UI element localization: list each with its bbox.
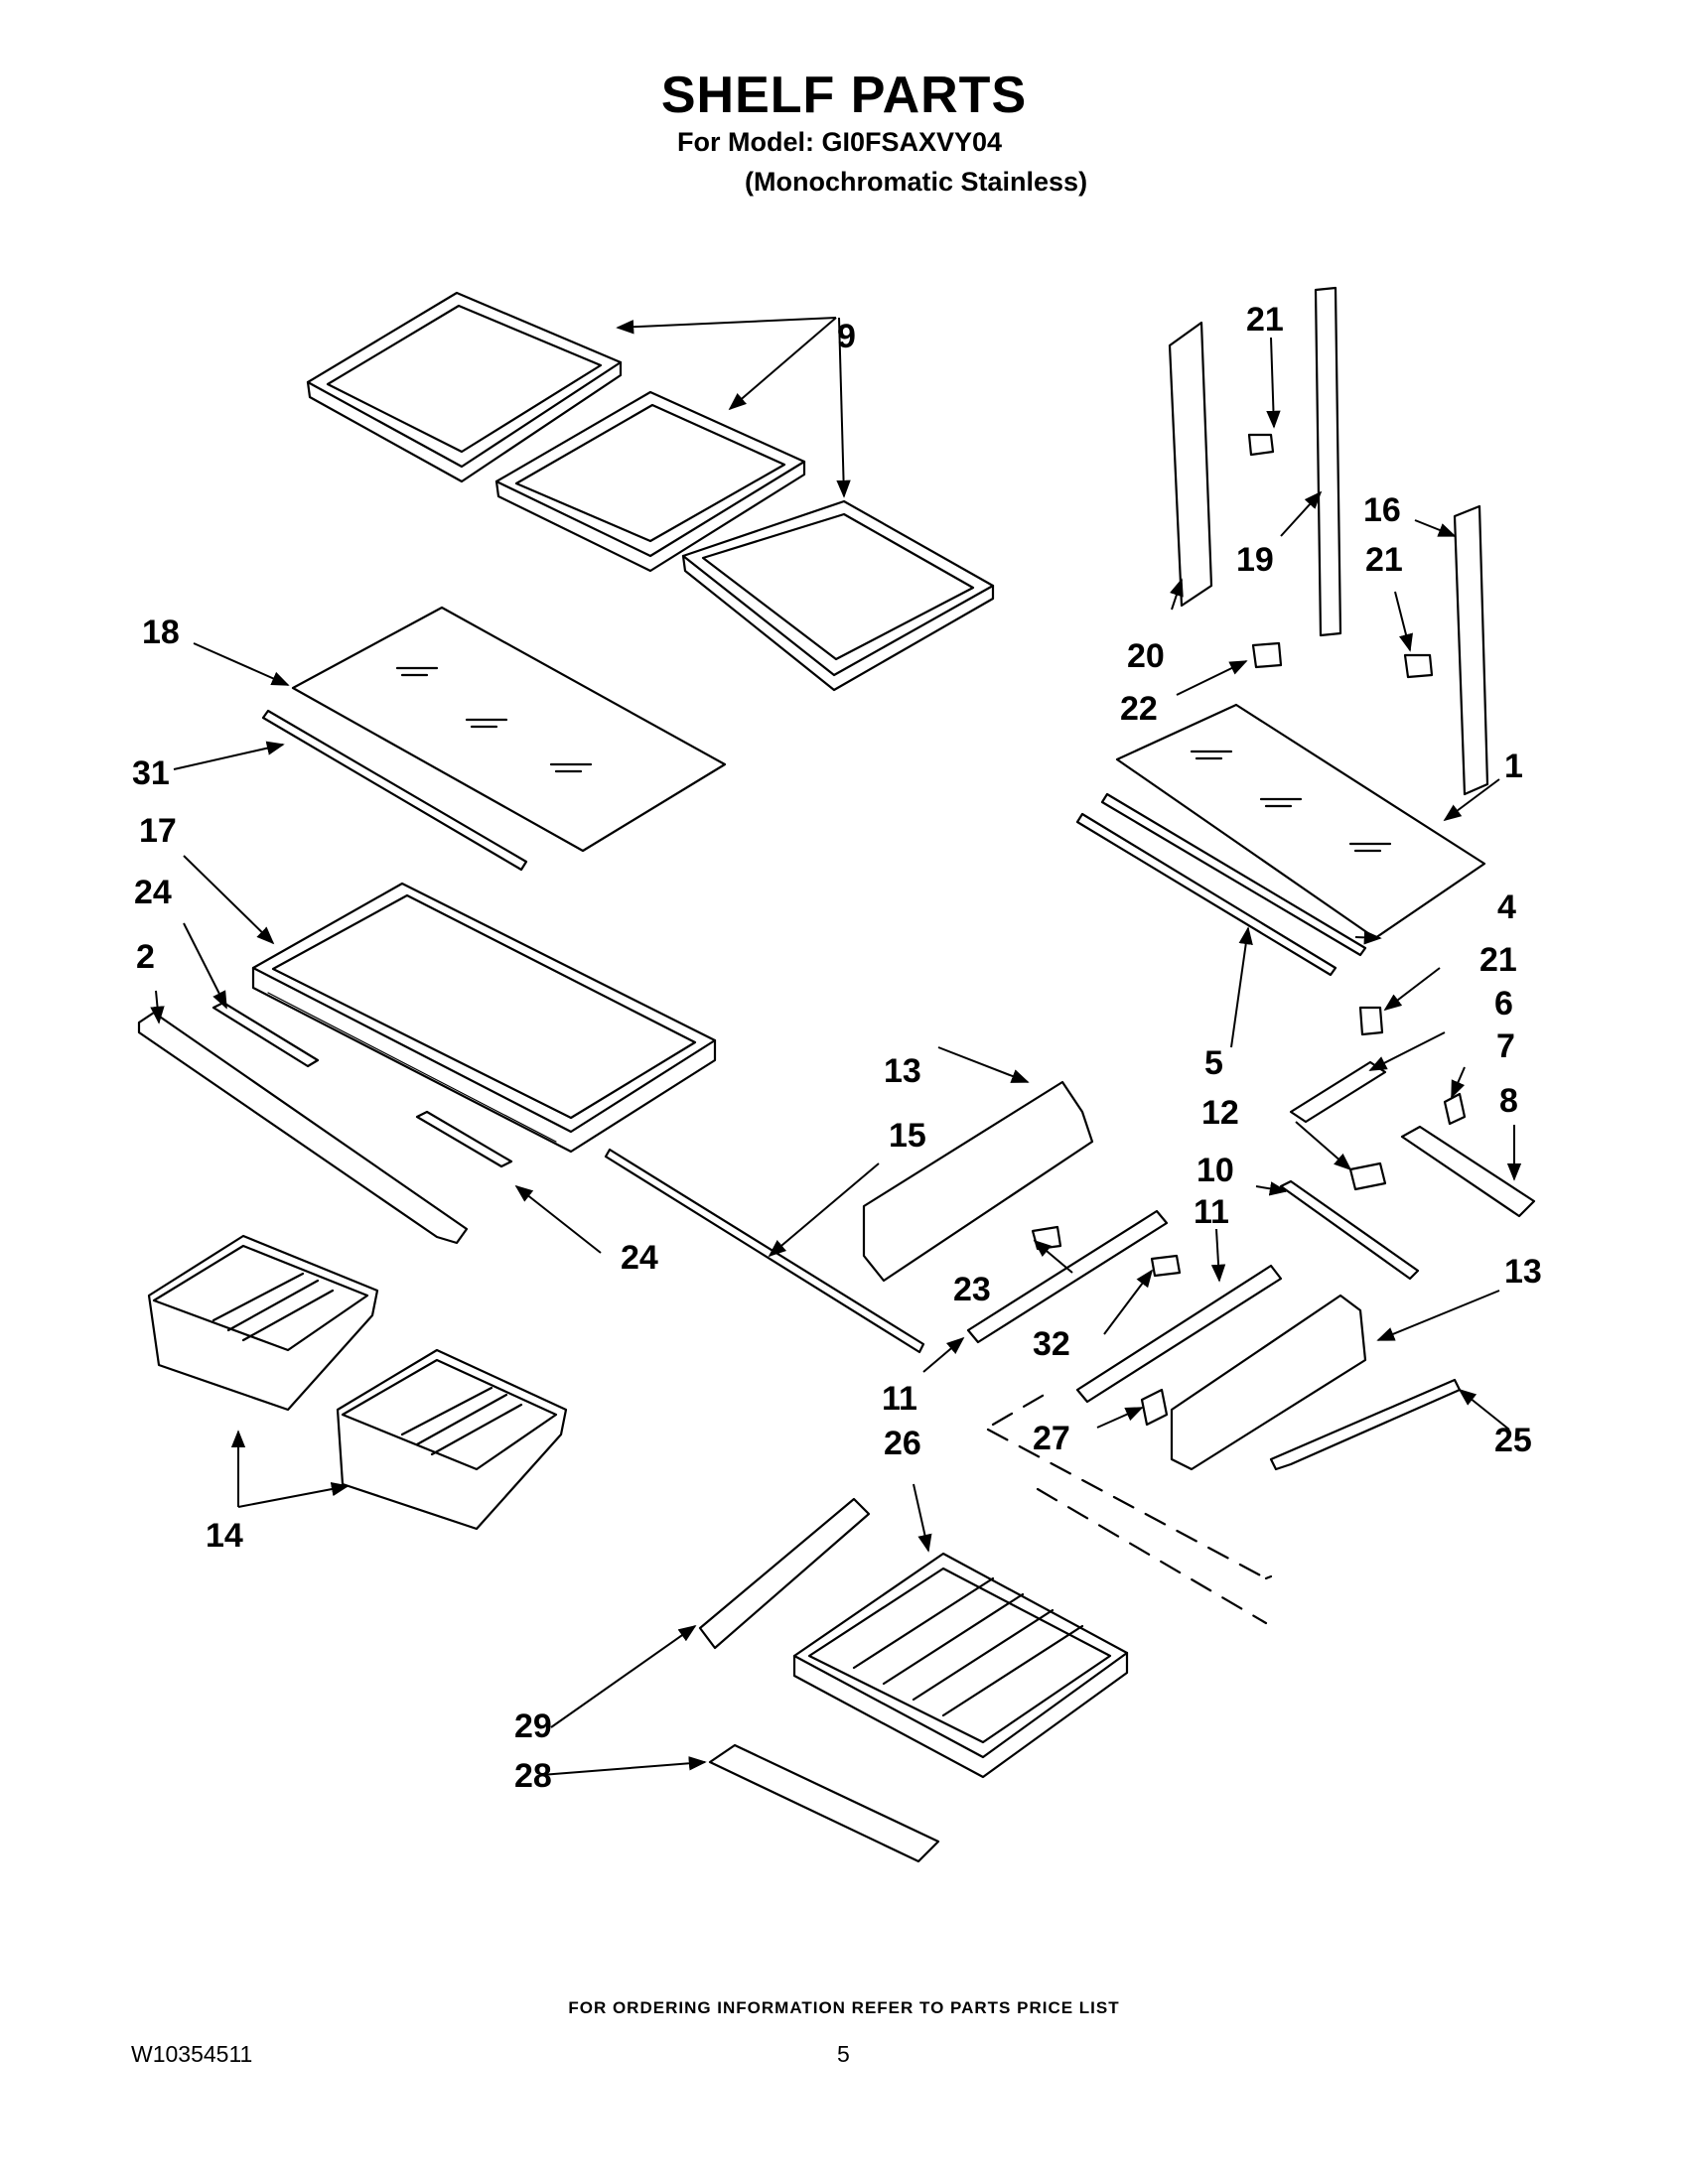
callout-6: 6	[1494, 985, 1513, 1023]
alignment-line	[1036, 1487, 1273, 1625]
callout-12: 12	[1201, 1094, 1239, 1132]
callout-7: 7	[1496, 1027, 1515, 1065]
part-rail-bracket	[1453, 504, 1489, 796]
callout-22: 22	[1120, 690, 1158, 728]
part-clip	[1140, 1388, 1169, 1427]
part-clip	[415, 1110, 513, 1168]
part-small-shelf	[306, 291, 623, 483]
part-trim-strip	[1075, 812, 1337, 977]
part-small-shelf	[494, 390, 806, 573]
callout-13b: 13	[1504, 1253, 1542, 1291]
callout-11a: 11	[1194, 1193, 1229, 1231]
alignment-line	[986, 1388, 1268, 1580]
callout-4: 4	[1497, 888, 1516, 926]
part-slide-rail	[1075, 1264, 1283, 1404]
callout-24b: 24	[621, 1239, 658, 1277]
part-crisper-drawer	[336, 1348, 568, 1531]
part-screw	[1247, 433, 1275, 457]
part-shelf-frame	[251, 882, 717, 1154]
callout-11b: 11	[882, 1380, 917, 1418]
callout-2: 2	[136, 938, 155, 976]
callout-14: 14	[206, 1517, 243, 1555]
callout-26: 26	[884, 1425, 921, 1462]
part-glass-shelf-right	[1115, 703, 1486, 940]
callout-5: 5	[1204, 1044, 1223, 1082]
callout-27: 27	[1033, 1420, 1070, 1457]
callout-15: 15	[889, 1117, 926, 1155]
callout-8: 8	[1499, 1082, 1518, 1120]
callout-29: 29	[514, 1707, 552, 1745]
part-screw	[1251, 641, 1283, 669]
part-long-trim	[137, 1011, 469, 1245]
part-clip	[1289, 1060, 1387, 1124]
callout-23: 23	[953, 1271, 991, 1308]
page-title: SHELF PARTS	[660, 67, 1028, 124]
part-small-shelf	[681, 499, 995, 692]
callout-13a: 13	[884, 1052, 921, 1090]
part-screw	[1348, 1161, 1387, 1191]
leader-arrows	[150, 317, 1522, 1776]
part-trim-strip	[261, 709, 528, 872]
callout-21a: 21	[1246, 301, 1284, 339]
part-rail-bracket	[1314, 286, 1342, 637]
callout-19: 19	[1236, 541, 1274, 579]
callout-32: 32	[1033, 1325, 1070, 1363]
callout-9: 9	[837, 318, 856, 355]
part-screw	[1150, 1254, 1182, 1278]
page-number: 5	[837, 2041, 850, 2067]
part-screw	[1031, 1225, 1062, 1251]
part-rail-bracket	[1400, 1125, 1536, 1218]
part-rod	[1279, 1179, 1420, 1281]
part-clip	[1443, 1092, 1467, 1126]
callout-16: 16	[1363, 491, 1401, 529]
ordering-note: FOR ORDERING INFORMATION REFER TO PARTS …	[568, 1998, 1120, 2017]
callout-31: 31	[132, 754, 170, 792]
part-crisper-drawer	[147, 1234, 379, 1412]
callout-28: 28	[514, 1757, 552, 1795]
callout-10: 10	[1196, 1152, 1234, 1189]
part-rod	[1269, 1378, 1462, 1471]
model-line: For Model: GI0FSAXVY04	[677, 127, 1003, 157]
part-pan-front	[708, 1743, 940, 1863]
callout-20: 20	[1127, 637, 1165, 675]
callout-21b: 21	[1365, 541, 1403, 579]
callout-labels: 9 18 31 17 24 2 24 15 13 21 19 16 21 20 …	[132, 301, 1542, 1795]
part-glass-shelf-large	[291, 606, 727, 853]
callout-18: 18	[142, 614, 180, 651]
part-trim-strip	[1100, 792, 1367, 957]
part-pan-cover	[698, 1497, 871, 1650]
callout-24a: 24	[134, 874, 172, 911]
part-screw	[1403, 653, 1434, 679]
part-deli-pan	[792, 1552, 1129, 1779]
part-drawer-support	[862, 1080, 1094, 1283]
document-number: W10354511	[131, 2041, 253, 2067]
part-drawer-support	[1170, 1294, 1367, 1471]
callout-21c: 21	[1479, 941, 1517, 979]
part-screw	[1358, 1006, 1384, 1036]
part-rod	[604, 1148, 925, 1354]
callout-1: 1	[1504, 748, 1523, 785]
variant-line: (Monochromatic Stainless)	[745, 167, 1088, 197]
part-rail-bracket	[1168, 321, 1213, 608]
callout-25: 25	[1494, 1422, 1532, 1459]
callout-17: 17	[139, 812, 177, 850]
part-slide-rail	[966, 1209, 1169, 1344]
